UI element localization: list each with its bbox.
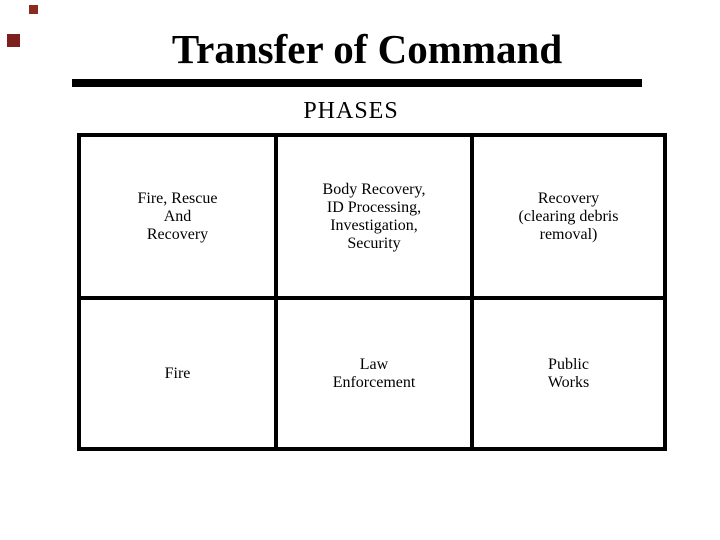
cell-line: Enforcement bbox=[332, 373, 416, 391]
table-cell-phase-recovery-debris: Recovery (clearing debris removal) bbox=[474, 137, 663, 300]
cell-line: Fire, Rescue bbox=[137, 189, 218, 207]
cell-line: Recovery bbox=[537, 189, 600, 207]
table-cell-phase-body-recovery: Body Recovery, ID Processing, Investigat… bbox=[278, 137, 474, 300]
corner-decoration-square-top bbox=[29, 5, 38, 14]
cell-line: (clearing debris bbox=[518, 207, 619, 225]
table-cell-agency-fire: Fire bbox=[81, 300, 278, 447]
cell-line: Body Recovery, bbox=[322, 180, 426, 198]
phases-label: PHASES bbox=[303, 98, 399, 124]
cell-line: Fire bbox=[164, 364, 191, 382]
phases-table: Fire, Rescue And Recovery Body Recovery,… bbox=[77, 133, 667, 451]
corner-decoration-square-left bbox=[7, 34, 20, 47]
cell-line: ID Processing, bbox=[326, 198, 422, 216]
cell-line: Works bbox=[547, 373, 590, 391]
cell-line: Investigation, bbox=[330, 216, 418, 234]
title-underline-rule bbox=[72, 79, 642, 87]
table-cell-agency-public-works: Public Works bbox=[474, 300, 663, 447]
cell-line: removal) bbox=[539, 225, 598, 243]
table-cell-agency-law-enforcement: Law Enforcement bbox=[278, 300, 474, 447]
cell-line: Security bbox=[347, 234, 401, 252]
cell-line: Public bbox=[548, 355, 589, 373]
cell-line: Law bbox=[359, 355, 389, 373]
table-cell-phase-fire-rescue-recovery: Fire, Rescue And Recovery bbox=[81, 137, 278, 300]
cell-line: Recovery bbox=[146, 225, 209, 243]
page-title: Transfer of Command bbox=[171, 26, 563, 72]
cell-line: And bbox=[163, 207, 192, 225]
